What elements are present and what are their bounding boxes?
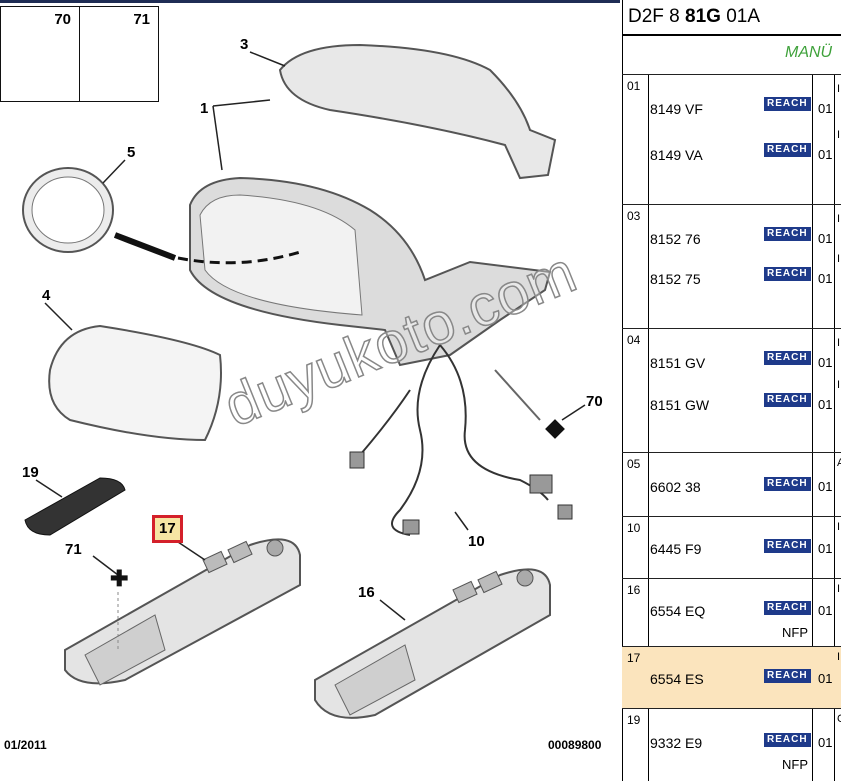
title-bold: 81G [685, 6, 721, 27]
reach-badge: REACH [764, 143, 811, 157]
truncated-text: I [837, 379, 841, 391]
callout-71[interactable]: 71 [65, 541, 82, 558]
table-col-divider-1 [648, 74, 649, 781]
top-rule [0, 0, 620, 3]
ref-box-71: 71 [79, 6, 159, 102]
part-ref[interactable]: 6445 F9 [650, 541, 702, 557]
mirror-glass-shape [48, 324, 222, 442]
table-left-border [622, 0, 623, 781]
part-ref[interactable]: 6554 EQ [650, 603, 706, 619]
ref-box-71-label: 71 [133, 11, 150, 28]
parts-table: D2F 8 81G 01A MANÜ 01 8149 VF REACH 01 I… [622, 0, 841, 781]
part-ref[interactable]: 6554 ES [650, 671, 704, 687]
part-ref[interactable]: 6602 38 [650, 479, 701, 495]
qty: 01 [818, 603, 833, 618]
callout-4[interactable]: 4 [42, 287, 51, 304]
mirror-cover-shape [278, 43, 557, 180]
nfp-label: NFP [782, 625, 808, 640]
truncated-text: A [837, 457, 841, 469]
truncated-text: I [837, 213, 841, 225]
qty: 01 [818, 231, 833, 246]
qty: 01 [818, 147, 833, 162]
truncated-text: C [837, 713, 841, 725]
table-row[interactable]: 03 8152 76 REACH 01 I 8152 75 REACH 01 I [622, 204, 841, 328]
table-row[interactable]: 05 6602 38 REACH 01 A [622, 452, 841, 516]
qty: 01 [818, 479, 833, 494]
part-ref[interactable]: 8149 VA [650, 147, 703, 163]
reach-badge: REACH [764, 267, 811, 281]
part-ref[interactable]: 8149 VF [650, 101, 703, 117]
truncated-text: I [837, 83, 841, 95]
diagram-drawing: ✚ [19, 29, 586, 719]
footer-date: 01/2011 [4, 738, 47, 752]
footer-code: 00089800 [548, 738, 602, 752]
truncated-text: I [837, 521, 841, 533]
reach-badge: REACH [764, 539, 811, 553]
truncated-text: I [837, 337, 841, 349]
truncated-text: I [837, 583, 841, 595]
qty: 01 [818, 735, 833, 750]
title-suffix: 01A [720, 6, 761, 27]
row-index: 05 [627, 457, 641, 471]
table-row[interactable]: 19 9332 E9 REACH 01 C NFP [622, 708, 841, 781]
reach-badge: REACH [764, 227, 811, 241]
row-index: 16 [627, 583, 641, 597]
svg-text:✚: ✚ [110, 566, 128, 591]
reach-badge: REACH [764, 601, 811, 615]
table-row[interactable]: 04 8151 GV REACH 01 I 8151 GW REACH 01 I [622, 328, 841, 452]
reach-badge: REACH [764, 393, 811, 407]
qty: 01 [818, 355, 833, 370]
table-subtitle: MANÜ [785, 44, 833, 61]
row-index: 03 [627, 209, 641, 223]
callout-5[interactable]: 5 [127, 144, 136, 161]
part-ref[interactable]: 8151 GV [650, 355, 706, 371]
cable-shape [391, 344, 441, 536]
table-col-divider-3 [834, 74, 835, 781]
nfp-label: NFP [782, 757, 808, 772]
table-col-divider-2 [812, 74, 813, 781]
callout-19[interactable]: 19 [22, 464, 39, 481]
table-row[interactable]: 10 6445 F9 REACH 01 I [622, 516, 841, 578]
ref-box-70-label: 70 [54, 11, 71, 28]
callout-1[interactable]: 1 [200, 100, 209, 117]
callout-70[interactable]: 70 [586, 393, 603, 410]
row-index: 10 [627, 521, 641, 535]
reach-badge: REACH [764, 351, 811, 365]
reach-badge: REACH [764, 97, 811, 111]
row-index: 19 [627, 713, 641, 727]
callout-10[interactable]: 10 [468, 533, 485, 550]
row-index: 17 [627, 651, 641, 665]
qty: 01 [818, 671, 833, 686]
part-ref[interactable]: 8151 GW [650, 397, 710, 413]
qty: 01 [818, 541, 833, 556]
ref-box-70: 70 [0, 6, 80, 102]
part-ref[interactable]: 9332 E9 [650, 735, 703, 751]
title-prefix: D2F 8 [628, 6, 686, 27]
qty: 01 [818, 271, 833, 286]
part-ref[interactable]: 8152 75 [650, 271, 701, 287]
row-index: 04 [627, 333, 641, 347]
table-row-highlighted[interactable]: 17 6554 ES REACH 01 I [622, 646, 841, 708]
truncated-text: I [837, 129, 841, 141]
reach-badge: REACH [764, 477, 811, 491]
table-subtitle-row: MANÜ [622, 34, 841, 74]
table-row[interactable]: 01 8149 VF REACH 01 I 8149 VA REACH 01 I [622, 74, 841, 204]
table-row[interactable]: 16 6554 EQ REACH 01 I NFP [622, 578, 841, 646]
table-title: D2F 8 81G 01A [628, 6, 760, 28]
part-ref[interactable]: 8152 76 [650, 231, 701, 247]
callout-17-highlighted[interactable]: 17 [152, 515, 183, 543]
reach-badge: REACH [764, 669, 811, 683]
qty: 01 [818, 397, 833, 412]
row-index: 01 [627, 79, 641, 93]
callout-3[interactable]: 3 [240, 36, 249, 53]
truncated-text: I [837, 651, 841, 663]
reach-badge: REACH [764, 733, 811, 747]
parts-diagram: ✚ 70 71 3 1 5 4 70 19 10 17 71 16 duyuko… [0, 0, 620, 752]
truncated-text: I [837, 253, 841, 265]
callout-16[interactable]: 16 [358, 584, 375, 601]
pad-shape [24, 477, 126, 536]
qty: 01 [818, 101, 833, 116]
